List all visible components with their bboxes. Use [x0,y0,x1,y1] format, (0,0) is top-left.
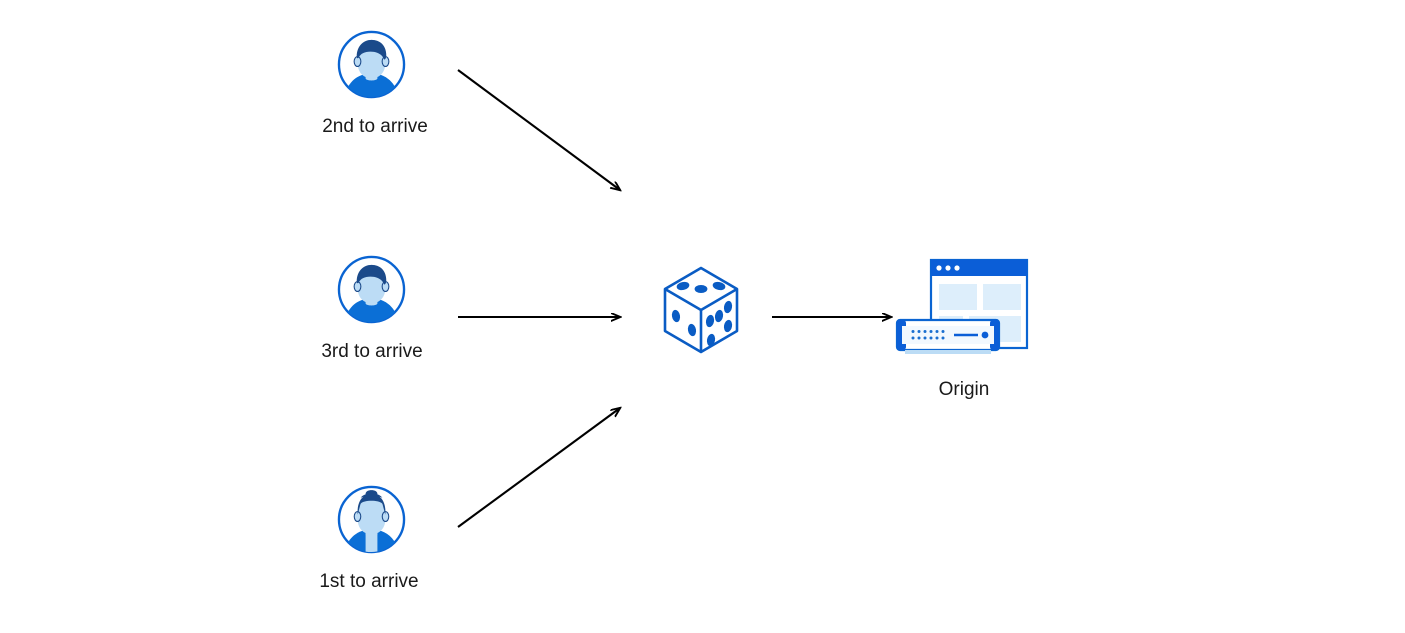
user-node-3rd[interactable] [336,254,407,330]
user-avatar-icon [337,255,406,324]
user-avatar-icon [337,485,406,554]
origin-node[interactable] [893,256,1035,367]
user-label-2nd: 2nd to arrive [322,116,428,137]
user-label-3rd: 3rd to arrive [321,341,423,362]
arrow-user-2nd-to-dice [457,69,620,190]
arrow-user-1st-to-dice [457,408,620,528]
user-node-1st[interactable] [336,484,407,560]
user-node-2nd[interactable] [336,29,407,105]
user-label-1st: 1st to arrive [319,571,419,592]
dice-icon [663,266,739,354]
dice-node[interactable] [659,264,743,361]
origin-server-icon [895,258,1029,354]
user-avatar-icon [337,30,406,99]
origin-label: Origin [938,379,990,400]
server-appliance-icon [895,318,1001,354]
